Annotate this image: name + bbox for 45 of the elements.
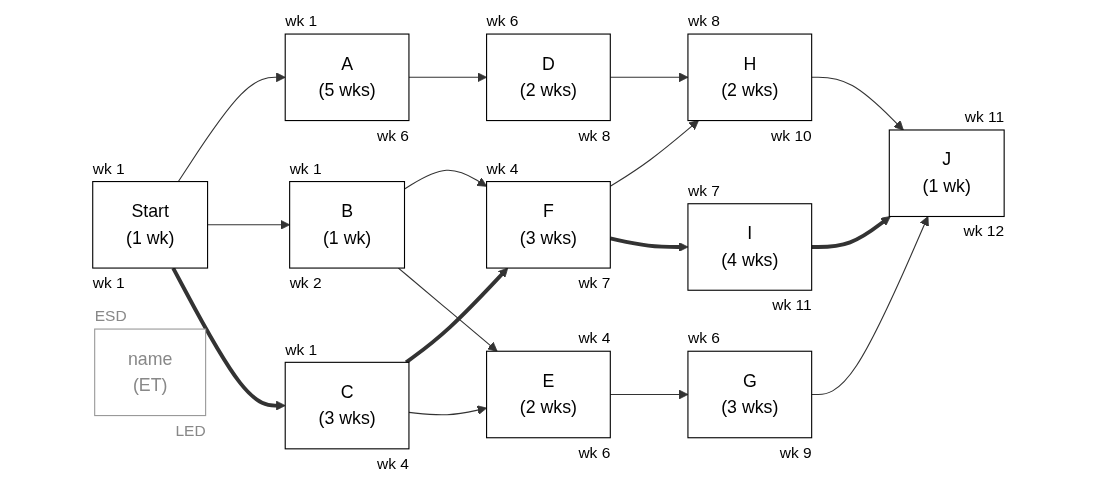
node-box: J (1 wk) — [888, 128, 1005, 217]
node-box: G (3 wks) — [687, 350, 813, 438]
date-label: wk 1 — [92, 273, 125, 291]
arrow — [408, 71, 487, 82]
date-label: wk 8 — [687, 11, 720, 29]
date-label: wk 6 — [687, 329, 720, 346]
node-box: I (4 wks) — [687, 202, 813, 291]
arrow — [171, 266, 286, 410]
node-box: E (2 wks) — [486, 350, 611, 438]
arrow — [811, 76, 904, 130]
node-box: H (2 wks) — [687, 33, 813, 121]
date-label: wk 6 — [578, 443, 611, 461]
date-label: wk 1 — [285, 340, 318, 358]
date-label: ESD — [94, 306, 127, 324]
date-label: wk 1 — [92, 159, 125, 177]
date-label: wk 4 — [486, 159, 519, 177]
date-label: wk 10 — [771, 126, 812, 143]
date-label: wk 4 — [578, 329, 611, 346]
arrow — [408, 404, 487, 415]
arrow — [397, 267, 498, 352]
date-label: wk 6 — [377, 126, 409, 143]
date-label: wk 8 — [578, 126, 611, 143]
node-box: D (2 wks) — [486, 33, 611, 121]
date-label: LED — [175, 421, 206, 439]
date-label: wk 4 — [377, 454, 409, 472]
date-label: wk 2 — [289, 273, 322, 291]
node-box: F (3 wks) — [486, 180, 611, 269]
date-label: wk 12 — [963, 221, 1005, 239]
node-box: name (ET) — [94, 328, 207, 416]
node-box: Start (1 wk) — [92, 180, 209, 269]
arrow — [811, 215, 891, 249]
date-label: wk 1 — [289, 159, 322, 177]
date-label: wk 6 — [486, 11, 519, 29]
node-box: C (3 wks) — [284, 361, 410, 449]
date-label: wk 7 — [578, 273, 611, 291]
arrow — [811, 215, 929, 395]
node-box: A (5 wks) — [284, 33, 410, 121]
date-label: wk 11 — [964, 107, 1005, 125]
date-label: wk 7 — [687, 181, 720, 199]
date-label: wk 9 — [779, 443, 812, 461]
arrow — [177, 71, 286, 182]
date-label: wk 1 — [285, 11, 318, 29]
date-label: wk 11 — [772, 295, 812, 313]
arrow — [404, 267, 509, 364]
node-box: B (1 wk) — [289, 180, 406, 269]
